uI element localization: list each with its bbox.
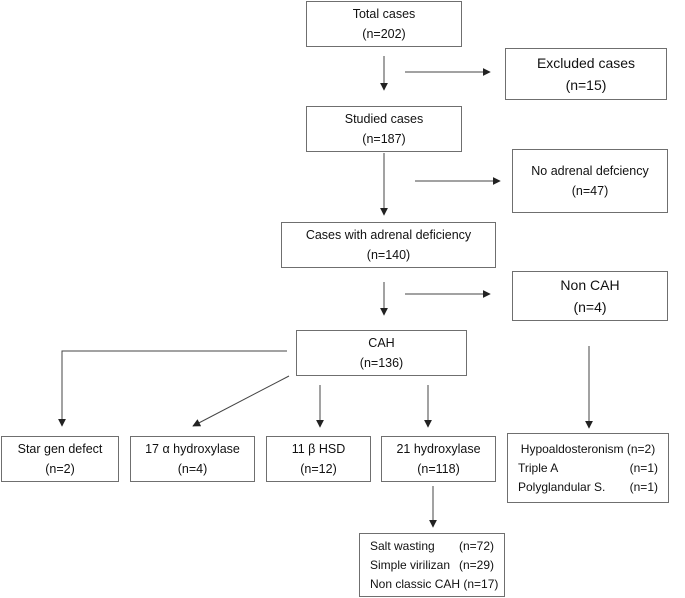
- subtype-label: Triple A: [518, 460, 559, 475]
- subtype-count: (n=1): [629, 479, 658, 494]
- 17-alpha-count: (n=4): [177, 462, 208, 476]
- list-item: Triple A (n=1): [518, 459, 658, 478]
- subtype-label: Hypoaldosteronism: [520, 441, 624, 456]
- non-cah-box: Non CAH (n=4): [512, 271, 668, 321]
- studied-cases-title: Studied cases: [344, 112, 424, 126]
- 11-beta-hsd-box: 11 β HSD (n=12): [266, 436, 371, 482]
- 17-alpha-hydroxylase-box: 17 α hydroxylase (n=4): [130, 436, 255, 482]
- total-cases-box: Total cases (n=202): [306, 1, 462, 47]
- cah-title: CAH: [368, 336, 395, 350]
- subtype-label: Salt wasting: [370, 538, 435, 553]
- non-cah-subtypes-box: Hypoaldosteronism (n=2) Triple A (n=1) P…: [507, 433, 669, 503]
- list-item: Salt wasting (n=72): [370, 537, 494, 556]
- cah-box: CAH (n=136): [296, 330, 467, 376]
- subtype-label: Simple virilizan: [370, 557, 451, 572]
- 11-beta-count: (n=12): [300, 462, 337, 476]
- adrenal-deficiency-count: (n=140): [366, 248, 411, 262]
- total-cases-count: (n=202): [362, 27, 406, 41]
- 21-hydroxylase-title: 21 hydroxylase: [396, 442, 481, 456]
- star-gen-count: (n=2): [45, 462, 75, 476]
- total-cases-title: Total cases: [352, 7, 416, 21]
- subtype-label: Polyglandular S.: [518, 479, 606, 494]
- cah-count: (n=136): [359, 356, 404, 370]
- 17-alpha-title: 17 α hydroxylase: [145, 442, 240, 456]
- arrow-cah-to-star: [58, 350, 287, 427]
- adrenal-deficiency-title: Cases with adrenal deficiency: [305, 228, 472, 242]
- 21-hydroxylase-count: (n=118): [417, 462, 460, 476]
- 21-hydroxylase-box: 21 hydroxylase (n=118): [381, 436, 496, 482]
- subtype-count: (n=29): [458, 557, 494, 572]
- studied-cases-box: Studied cases (n=187): [306, 106, 462, 152]
- subtype-count: (n=1): [629, 460, 658, 475]
- 21-hydroxylase-subtypes-box: Salt wasting (n=72) Simple virilizan (n=…: [359, 533, 505, 597]
- arrow-cah-to-17alpha: [192, 375, 290, 427]
- list-item: Polyglandular S. (n=1): [518, 478, 658, 497]
- excluded-cases-box: Excluded cases (n=15): [505, 48, 667, 100]
- no-adrenal-count: (n=47): [571, 184, 609, 198]
- list-item: Simple virilizan (n=29): [370, 556, 494, 575]
- adrenal-deficiency-box: Cases with adrenal deficiency (n=140): [281, 222, 496, 268]
- subtype-count: (n=17): [463, 576, 499, 591]
- non-cah-title: Non CAH: [560, 277, 620, 293]
- list-item: Non classic CAH (n=17): [370, 575, 498, 594]
- no-adrenal-title: No adrenal defciency: [531, 164, 649, 178]
- no-adrenal-deficiency-box: No adrenal defciency (n=47): [512, 149, 668, 213]
- subtype-count: (n=72): [458, 538, 494, 553]
- list-item: Hypoaldosteronism (n=2): [518, 440, 658, 459]
- star-gen-defect-box: Star gen defect (n=2): [1, 436, 119, 482]
- subtype-label: Non classic CAH: [370, 576, 461, 591]
- subtype-count: (n=2): [626, 441, 656, 456]
- star-gen-title: Star gen defect: [17, 442, 103, 456]
- non-cah-count: (n=4): [573, 299, 607, 315]
- excluded-cases-count: (n=15): [565, 77, 607, 93]
- studied-cases-count: (n=187): [362, 132, 406, 146]
- 11-beta-title: 11 β HSD: [291, 442, 346, 456]
- excluded-cases-title: Excluded cases: [536, 55, 636, 71]
